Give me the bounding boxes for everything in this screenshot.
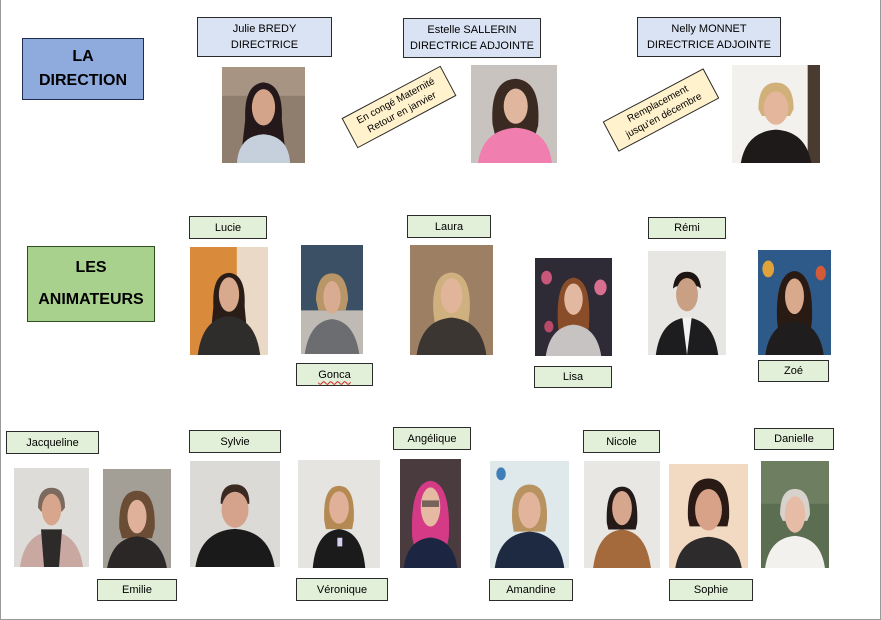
label-veronique: Véronique bbox=[296, 578, 388, 601]
label-gonca: Gonca bbox=[296, 363, 373, 386]
member-role: DIRECTRICE ADJOINTE bbox=[409, 40, 535, 52]
photo-emilie bbox=[103, 469, 171, 568]
photo-lisa bbox=[535, 258, 612, 356]
photo-nelly-monnet bbox=[732, 65, 820, 163]
direction-title: LA DIRECTION bbox=[22, 38, 144, 100]
photo-julie-bredy bbox=[222, 67, 305, 163]
label-angelique: Angélique bbox=[393, 427, 471, 450]
animateurs-title-line1: LES bbox=[75, 259, 107, 276]
label-sylvie: Sylvie bbox=[189, 430, 281, 453]
label-nicole: Nicole bbox=[583, 430, 660, 453]
animateurs-title-line2: ANIMATEURS bbox=[38, 291, 144, 308]
photo-amandine bbox=[490, 461, 569, 568]
member-role: DIRECTRICE bbox=[230, 39, 299, 51]
member-role: DIRECTRICE ADJOINTE bbox=[646, 39, 772, 51]
label-amandine: Amandine bbox=[489, 579, 573, 601]
label-emilie: Emilie bbox=[97, 579, 177, 601]
label-zoe: Zoé bbox=[758, 360, 829, 382]
label-lucie: Lucie bbox=[189, 216, 267, 239]
photo-gonca bbox=[301, 245, 363, 354]
member-name: Nelly MONNET bbox=[671, 23, 747, 35]
label-remi: Rémi bbox=[648, 217, 726, 239]
photo-nicole bbox=[584, 461, 660, 568]
member-name: Julie BREDY bbox=[232, 23, 297, 35]
photo-sylvie bbox=[190, 461, 280, 567]
label-julie-bredy: Julie BREDY DIRECTRICE bbox=[197, 17, 332, 57]
photo-zoe bbox=[758, 250, 831, 355]
label-sophie: Sophie bbox=[669, 579, 753, 601]
photo-jacqueline bbox=[14, 468, 89, 567]
photo-angelique bbox=[400, 459, 461, 568]
photo-danielle bbox=[761, 461, 829, 568]
direction-title-line1: LA bbox=[72, 48, 94, 65]
photo-sophie bbox=[669, 464, 748, 568]
label-danielle: Danielle bbox=[754, 428, 834, 450]
member-name: Estelle SALLERIN bbox=[427, 24, 517, 36]
photo-lucie bbox=[190, 247, 268, 355]
photo-veronique bbox=[298, 460, 380, 568]
label-estelle-sallerin: Estelle SALLERIN DIRECTRICE ADJOINTE bbox=[403, 18, 541, 58]
label-jacqueline: Jacqueline bbox=[6, 431, 99, 454]
direction-title-line2: DIRECTION bbox=[39, 72, 127, 89]
photo-laura bbox=[410, 245, 493, 355]
label-lisa: Lisa bbox=[534, 366, 612, 388]
photo-estelle-sallerin bbox=[471, 65, 557, 163]
animateurs-title: LES ANIMATEURS bbox=[27, 246, 155, 322]
label-nelly-monnet: Nelly MONNET DIRECTRICE ADJOINTE bbox=[637, 17, 781, 57]
label-laura: Laura bbox=[407, 215, 491, 238]
photo-remi bbox=[648, 251, 726, 355]
